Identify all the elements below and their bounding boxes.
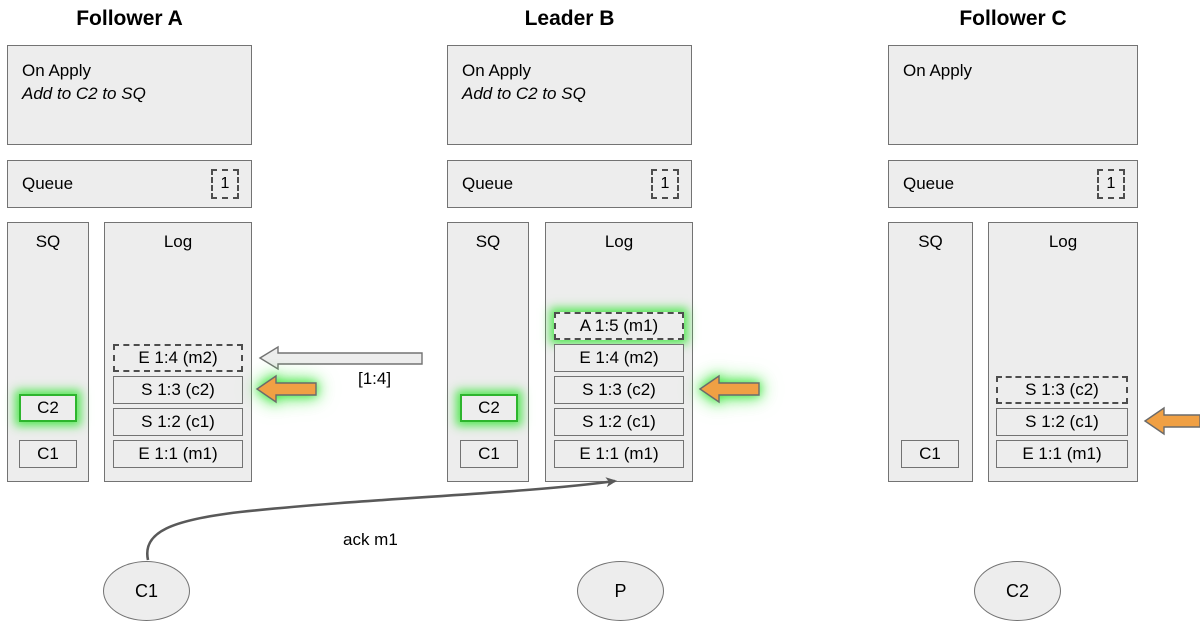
log-header: Log [163,232,193,251]
queue-label: Queue [903,174,955,193]
sq-header: SQ [35,232,61,251]
on-apply-panel-follower-a: On Apply Add to C2 to SQ [7,45,252,145]
sq-header: SQ [475,232,501,251]
replication-arrow-b-to-a [258,345,423,371]
log-entry: E 1:4 (m2) [113,344,243,372]
queue-panel-follower-a: Queue 1 [7,160,252,208]
log-entry: S 1:2 (c1) [113,408,243,436]
producer-label: P [614,580,627,601]
sq-entry: C1 [901,440,959,468]
replication-range-label: [1:4] [358,369,392,388]
apply-pointer-arrow-follower-a [255,374,317,404]
on-apply-action: Add to C2 to SQ [22,84,146,103]
sq-entry: C1 [460,440,518,468]
sq-panel-leader-b: SQ [447,222,529,482]
queue-label: Queue [462,174,514,193]
apply-pointer-arrow-leader-b [698,374,760,404]
node-title-leader-b: Leader B [524,7,615,30]
queue-count-badge: 1 [651,169,679,199]
log-entry: E 1:1 (m1) [554,440,684,468]
log-entry: S 1:3 (c2) [996,376,1128,404]
sq-entry: C1 [19,440,77,468]
node-title-follower-c: Follower C [959,7,1067,30]
log-panel-follower-c: Log [988,222,1138,482]
log-header: Log [1048,232,1078,251]
on-apply-label: On Apply [22,61,91,80]
on-apply-label: On Apply [462,61,531,80]
on-apply-label: On Apply [903,61,972,80]
apply-pointer-arrow-follower-c [1143,406,1200,436]
on-apply-panel-leader-b: On Apply Add to C2 to SQ [447,45,692,145]
client-label: C1 [134,580,158,601]
client-node-c2[interactable]: C2 [974,561,1061,621]
log-entry: A 1:5 (m1) [554,312,684,340]
on-apply-action: Add to C2 to SQ [462,84,586,103]
ack-edge-label: ack m1 [343,530,398,549]
log-entry: S 1:2 (c1) [996,408,1128,436]
log-entry: S 1:3 (c2) [554,376,684,404]
sq-entry: C2 [460,394,518,422]
log-entry: E 1:4 (m2) [554,344,684,372]
queue-panel-leader-b: Queue 1 [447,160,692,208]
log-entry: E 1:1 (m1) [113,440,243,468]
sq-header: SQ [918,232,943,251]
log-entry: S 1:2 (c1) [554,408,684,436]
on-apply-panel-follower-c: On Apply [888,45,1138,145]
queue-count-badge: 1 [1097,169,1125,199]
client-label: C2 [1005,580,1029,601]
queue-count-badge: 1 [211,169,239,199]
sq-entry: C2 [19,394,77,422]
ack-arrow-c1-to-leader-b [145,477,617,561]
log-header: Log [604,232,634,251]
log-entry: S 1:3 (c2) [113,376,243,404]
log-entry: E 1:1 (m1) [996,440,1128,468]
producer-node-p[interactable]: P [577,561,664,621]
queue-panel-follower-c: Queue 1 [888,160,1138,208]
queue-label: Queue [22,174,74,193]
node-title-follower-a: Follower A [76,7,183,30]
client-node-c1[interactable]: C1 [103,561,190,621]
sq-panel-follower-a: SQ [7,222,89,482]
sq-panel-follower-c: SQ [888,222,973,482]
